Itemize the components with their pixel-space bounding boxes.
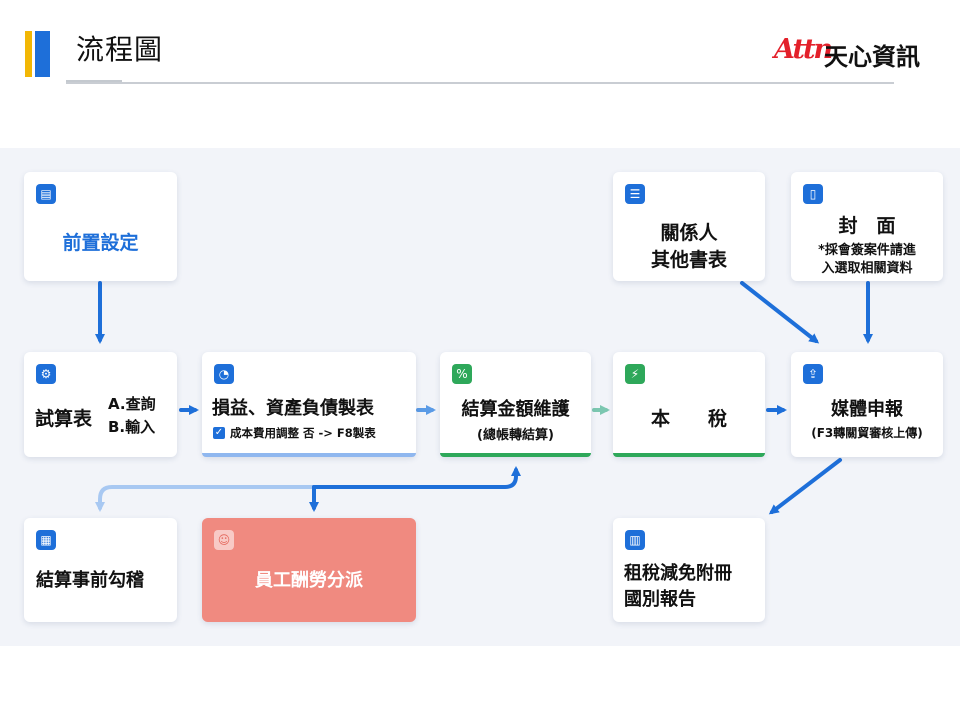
node-pl-bs-check-label: 成本費用調整 否 -> F8製表 [230,426,376,440]
node-settle-amount-title: 結算金額維護 [461,399,570,420]
calculator-doc-icon: ▦ [36,530,56,550]
lightning-icon: ⚡ [625,364,645,384]
node-cover-note2: 入選取相關資料 [821,261,913,276]
list-doc-icon: ☰ [625,184,645,204]
node-settle-amount-sub: (總帳轉結算) [477,428,554,443]
node-staff-comp[interactable]: ☺ 員工酬勞分派 [202,518,416,622]
logo-name: 天心資訊 [824,42,920,71]
node-pl-bs-underline [202,453,416,457]
node-tax-underline [613,453,765,457]
node-related-party[interactable]: ☰ 關係人 其他書表 [613,172,765,281]
node-media-filing[interactable]: ⇪ 媒體申報 (F3轉關貿審核上傳) [791,352,943,457]
node-cover-title: 封 面 [838,215,896,237]
node-staff-label: 員工酬勞分派 [255,570,363,591]
node-exempt-line1: 租稅減免附冊 [624,563,732,584]
gear-icon: ⚙ [36,364,56,384]
node-cover[interactable]: ▯ 封 面 *採會簽案件請進 入選取相關資料 [791,172,943,281]
node-settle-amount[interactable]: % 結算金額維護 (總帳轉結算) [440,352,591,457]
cost-adjust-checkbox[interactable]: ✓ [213,427,225,439]
file-icon: ▯ [803,184,823,204]
node-media-title: 媒體申報 [831,399,903,420]
arrow-media-to-exempt [768,458,842,515]
node-trial-option-input: B.輸入 [108,418,156,436]
chart-circle-icon: ◔ [214,364,234,384]
title-accent-blue [35,31,50,77]
arrow-loop-right [312,466,521,489]
node-tax[interactable]: ⚡ 本 稅 [613,352,765,457]
arrow-loop-left [95,485,316,512]
title-rule [66,82,894,84]
node-trial-balance[interactable]: ⚙ 試算表 A.查詢 B.輸入 [24,352,177,457]
book-icon: ▥ [625,530,645,550]
node-related-line2: 其他書表 [650,249,727,271]
node-trial-option-query: A.查詢 [108,395,156,413]
node-cover-note1: *採會簽案件請進 [818,243,916,258]
node-pre-check[interactable]: ▦ 結算事前勾稽 [24,518,177,622]
node-related-line1: 關係人 [660,222,718,244]
node-pre-setup-label: 前置設定 [62,232,139,254]
company-logo: Attn 天心資訊 [774,34,938,71]
percent-icon: % [452,364,472,384]
logo-mark: Attn [774,34,833,65]
node-tax-label: 本 稅 [650,408,727,430]
upload-doc-icon: ⇪ [803,364,823,384]
node-pre-check-label: 結算事前勾稽 [36,570,144,591]
settings-doc-icon: ▤ [36,184,56,204]
page-title: 流程圖 [76,33,164,66]
title-accent-yellow [25,31,32,77]
node-media-sub: (F3轉關貿審核上傳) [811,426,923,440]
node-pre-setup[interactable]: ▤ 前置設定 [24,172,177,281]
arrow-related-to-media [740,281,820,344]
user-card-icon: ☺ [214,530,234,550]
node-exempt-line2: 國別報告 [624,589,696,610]
node-settle-amount-underline [440,453,591,457]
node-pl-bs[interactable]: ◔ 損益、資產負債製表 ✓ 成本費用調整 否 -> F8製表 [202,352,416,457]
node-trial-balance-label: 試算表 [35,408,93,430]
node-pl-bs-title: 損益、資產負債製表 [212,398,374,419]
node-tax-exempt[interactable]: ▥ 租稅減免附冊 國別報告 [613,518,765,622]
